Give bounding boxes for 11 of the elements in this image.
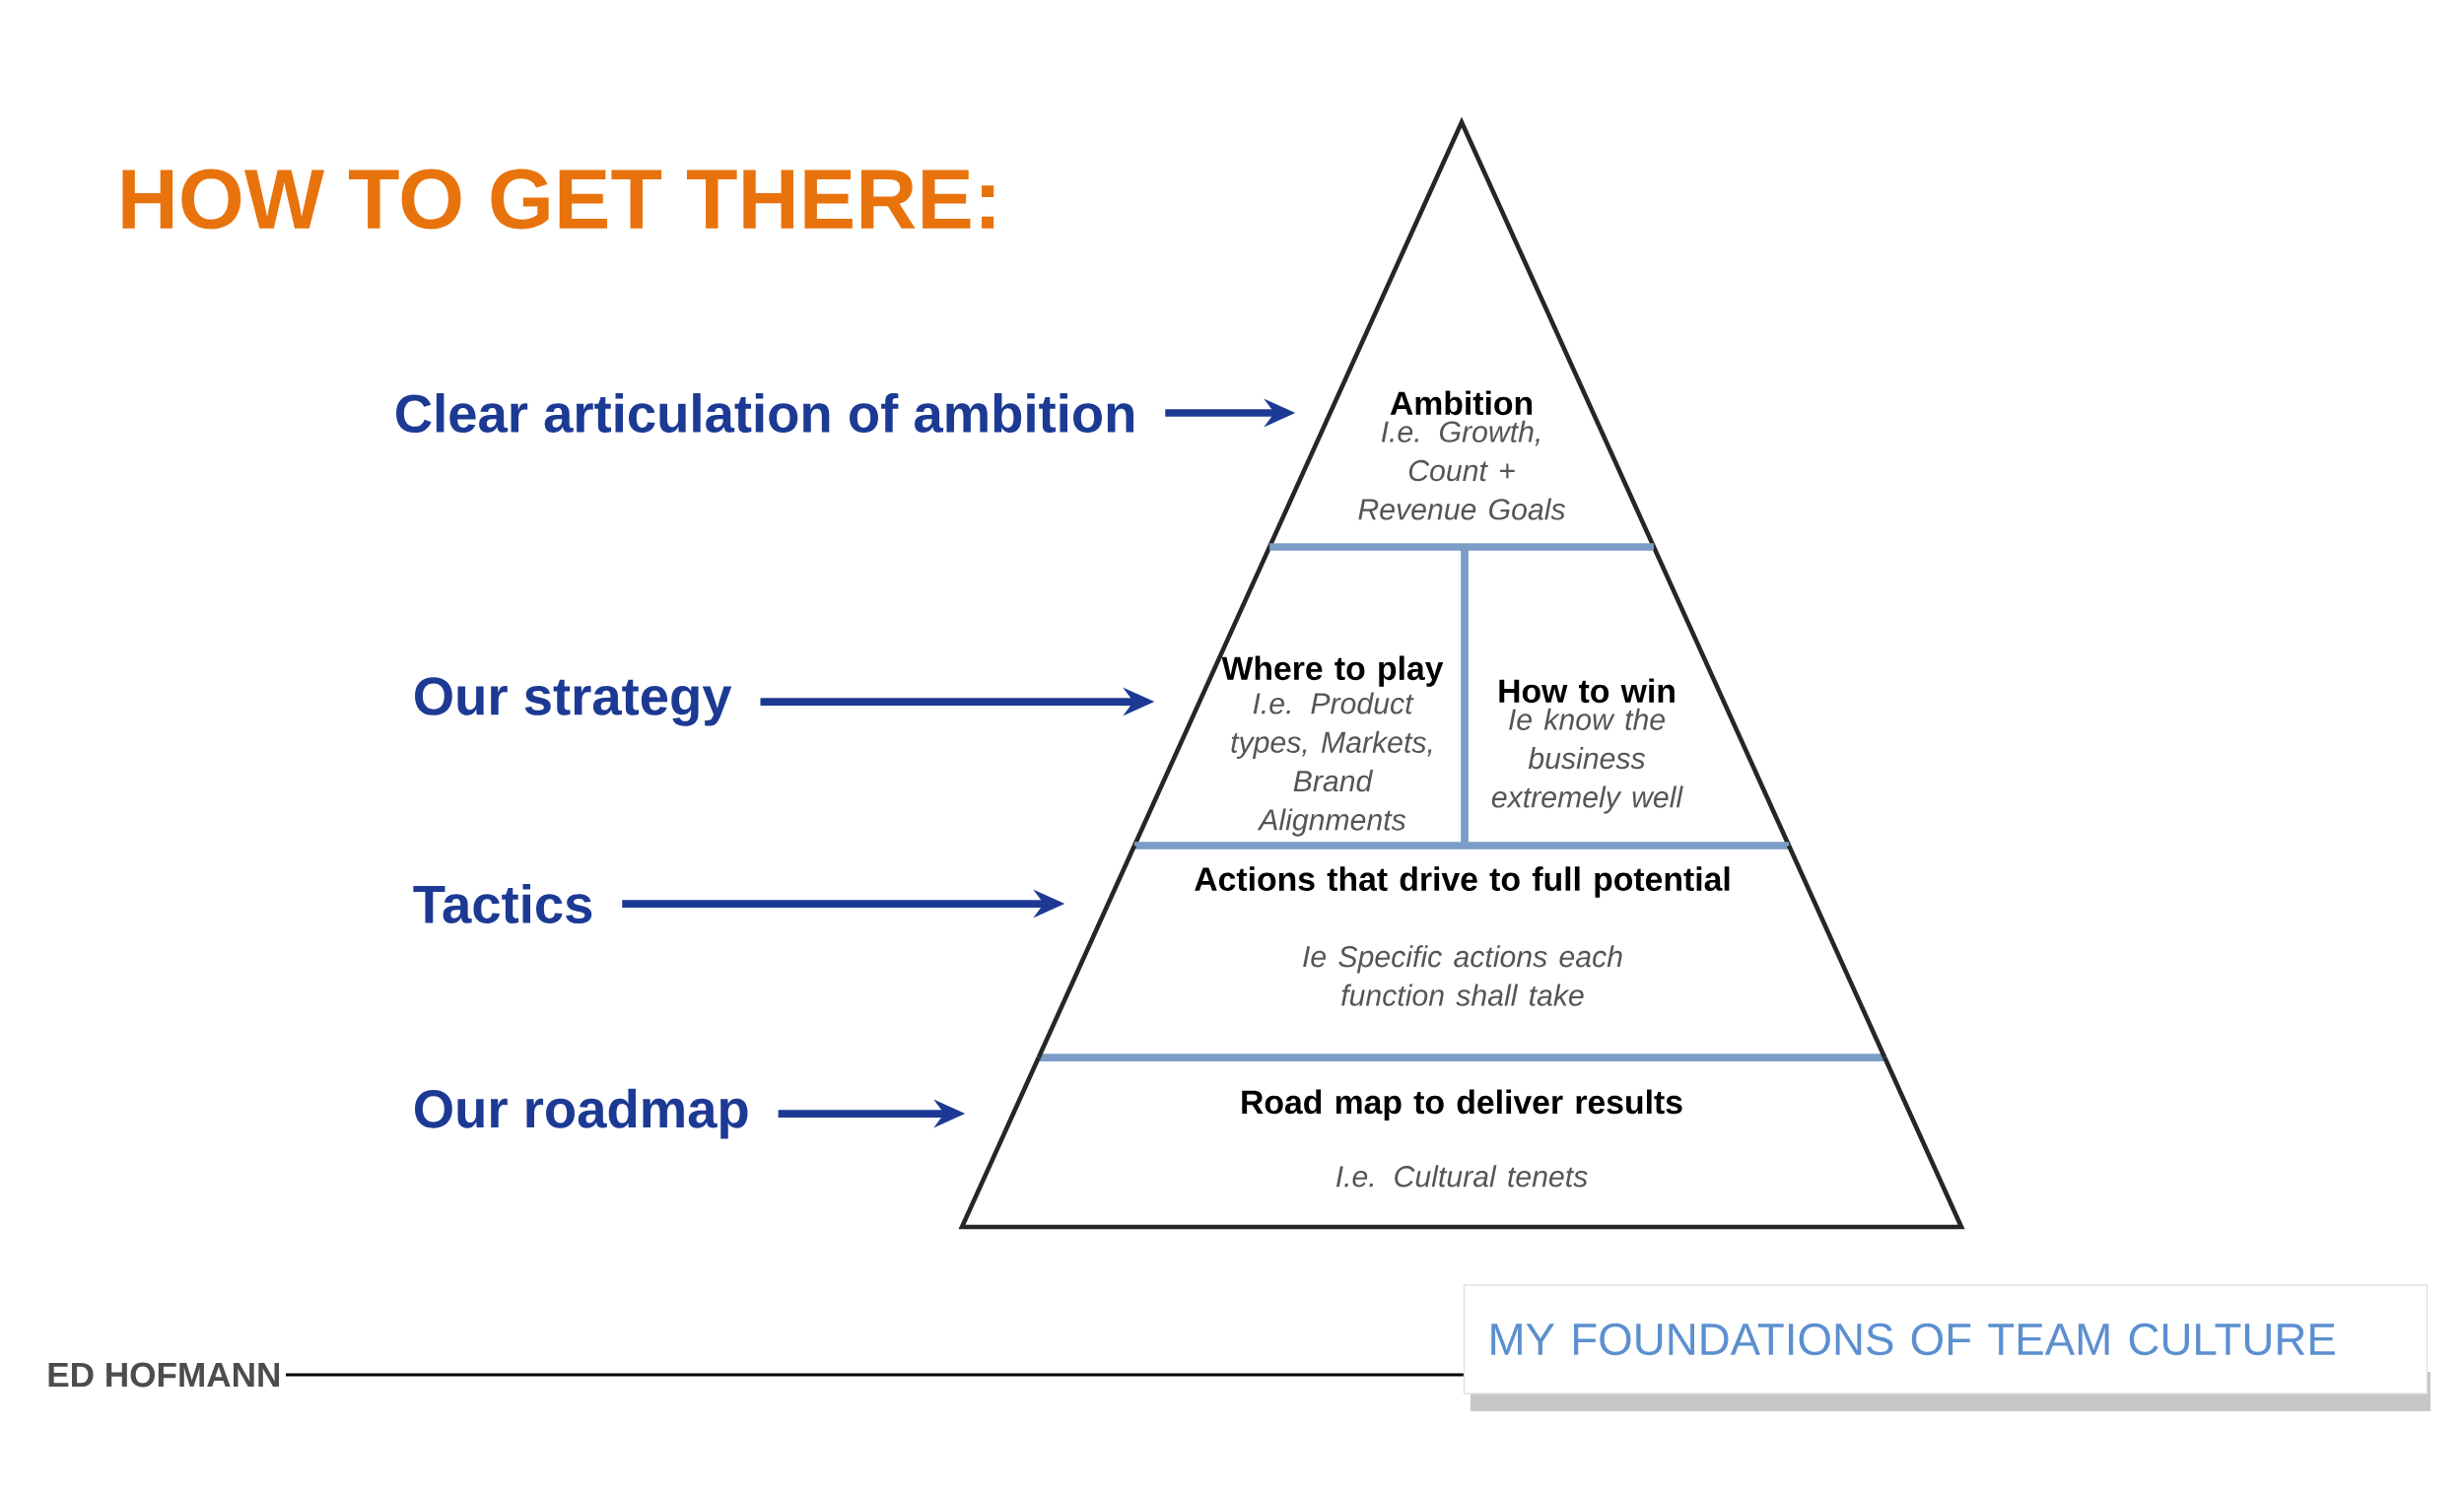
pyramid-tier-text: How to win Ie know the business extremely well <box>1491 678 1683 814</box>
side-label: Tactics <box>413 884 592 924</box>
banner-box: MY FOUNDATIONS OF TEAM CULTURE <box>1463 1284 2431 1411</box>
side-label: Clear articulation of ambition <box>396 393 1133 434</box>
pyramid-tier-text: Actions that drive to full potential Ie Specific actions each function shall take <box>1036 845 1887 1058</box>
side-label: Our strategy <box>415 677 732 726</box>
author-name: ED HOFMANN <box>48 1362 280 1388</box>
pyramid-tier-text: Ambition I.e. Growth, Count + Revenue Goals <box>1358 390 1565 520</box>
pyramid-tier-text: Where to play I.e. Product types, Markets, Brand Alignments <box>1221 655 1444 837</box>
side-label: Our roadmap <box>415 1088 748 1139</box>
title: HOW TO GET THERE: <box>122 169 994 230</box>
